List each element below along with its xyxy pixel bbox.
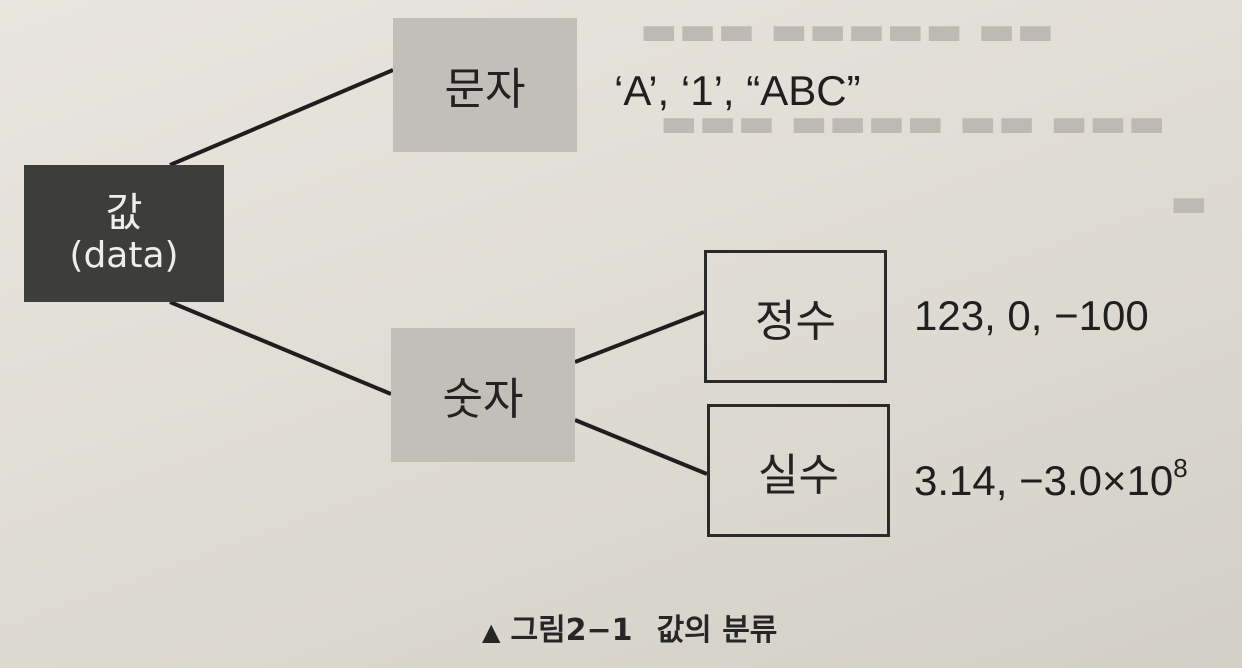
category-node-character: 문자 [393, 18, 577, 152]
character-label: 문자 [444, 64, 526, 115]
page-bleed-through: ▬▬▬ ▬▬▬▬▬ ▬▬ [640, 8, 1056, 54]
subcategory-node-real: 실수 [707, 404, 890, 537]
figure-caption: ▲ 그림2−1 값의 분류 [482, 605, 777, 649]
category-node-number: 숫자 [391, 328, 575, 462]
figure-number: 그림2−1 [510, 613, 633, 648]
page-bleed-through: ▬ [1170, 180, 1209, 226]
root-node-value: 값 (data) [24, 165, 224, 302]
real-examples-exponent: 8 [1173, 453, 1188, 483]
root-label: 값 [105, 189, 143, 236]
connector-number-to-integer [574, 310, 705, 364]
root-sublabel: (data) [69, 234, 179, 276]
integer-examples: 123, 0, −100 [914, 292, 1149, 339]
connector-number-to-real [574, 418, 708, 476]
triangle-marker-icon: ▲ [482, 618, 501, 646]
page-bleed-through: ▬▬▬ ▬▬▬▬ ▬▬ ▬▬▬ [660, 100, 1167, 146]
connector-root-to-char [169, 68, 394, 167]
real-label: 실수 [758, 449, 839, 501]
real-examples-base: 3.14, −3.0×10 [914, 457, 1174, 504]
real-examples: 3.14, −3.0×108 [914, 453, 1188, 505]
subcategory-node-integer: 정수 [704, 250, 887, 383]
integer-label: 정수 [755, 295, 836, 347]
character-examples: ‘A’, ‘1’, “ABC” [614, 67, 861, 114]
connector-root-to-number [169, 300, 392, 396]
figure-title: 값의 분류 [656, 613, 778, 648]
number-label: 숫자 [442, 374, 524, 425]
